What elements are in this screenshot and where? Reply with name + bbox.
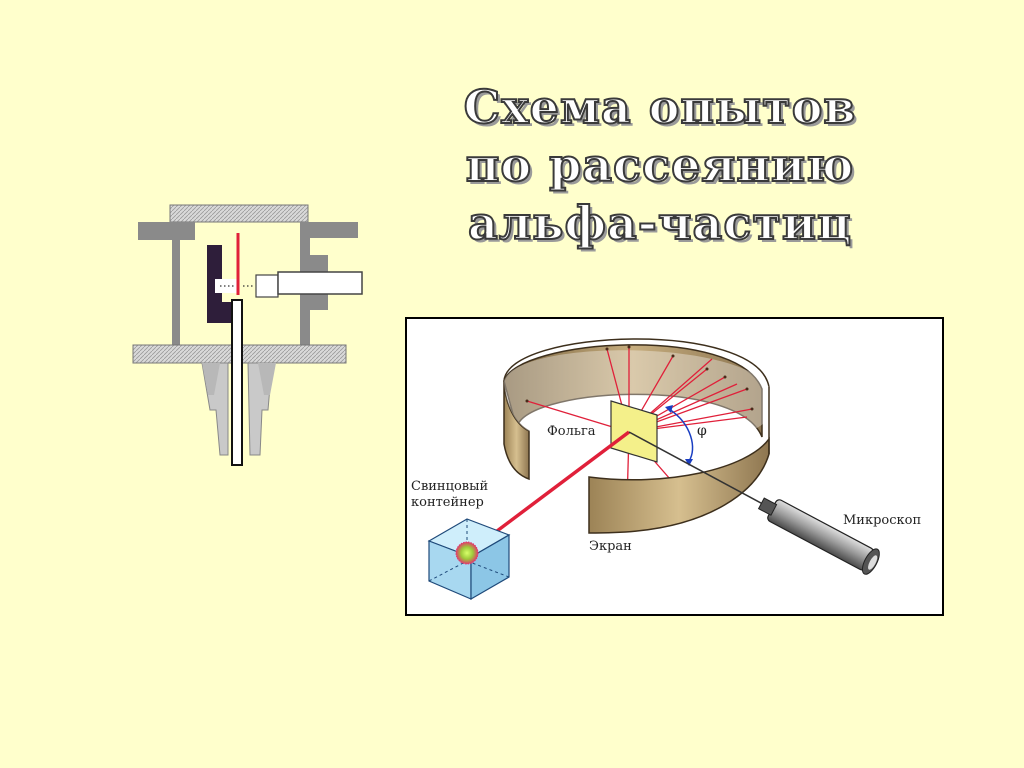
scattering-scheme-frame: Фольга φ Свинцовый контейнер Экран Микро… (405, 317, 944, 616)
screen-back (503, 344, 763, 438)
microscope-tube (277, 271, 363, 295)
apparatus-cross-section (132, 204, 363, 466)
slide-title: Схема опытов по рассеянию альфа-частиц (440, 78, 880, 252)
foil (610, 400, 658, 463)
apparatus-left-wall (138, 222, 195, 345)
microscope-axis (628, 431, 773, 510)
container-label: Свинцовый контейнер (411, 479, 488, 511)
screen-front-band (588, 436, 770, 534)
angle-arc (668, 408, 694, 462)
source-holder (207, 245, 238, 323)
title-line-3: альфа-частиц (467, 195, 852, 251)
screen-floor (504, 350, 769, 451)
central-rod (231, 299, 243, 466)
screen-label: Экран (589, 539, 632, 554)
apparatus-left-wall-side (172, 222, 180, 347)
angle-arrow-top (665, 405, 673, 413)
microscope (757, 497, 880, 575)
source-window (215, 279, 237, 293)
microscope-tube-cap (255, 274, 279, 298)
container-label-line-1: Свинцовый (411, 479, 489, 494)
angle-arrow-bottom (685, 459, 693, 466)
apparatus-right-wall (290, 222, 358, 345)
apparatus-lid (169, 204, 309, 223)
title-line-1: Схема опытов (463, 79, 857, 135)
foil-label: Фольга (547, 424, 596, 439)
support-outer-right (258, 363, 276, 395)
angle-label: φ (697, 423, 707, 439)
container-label-line-2: контейнер (411, 495, 484, 510)
scattering-scheme (427, 338, 880, 601)
screen-left-part (503, 380, 530, 481)
microscope-label: Микроскоп (843, 513, 922, 528)
screen-top-rim (503, 338, 770, 388)
title-line-2: по рассеянию (465, 137, 855, 193)
support-outer-left (202, 363, 220, 395)
radioactive-source (455, 541, 479, 565)
